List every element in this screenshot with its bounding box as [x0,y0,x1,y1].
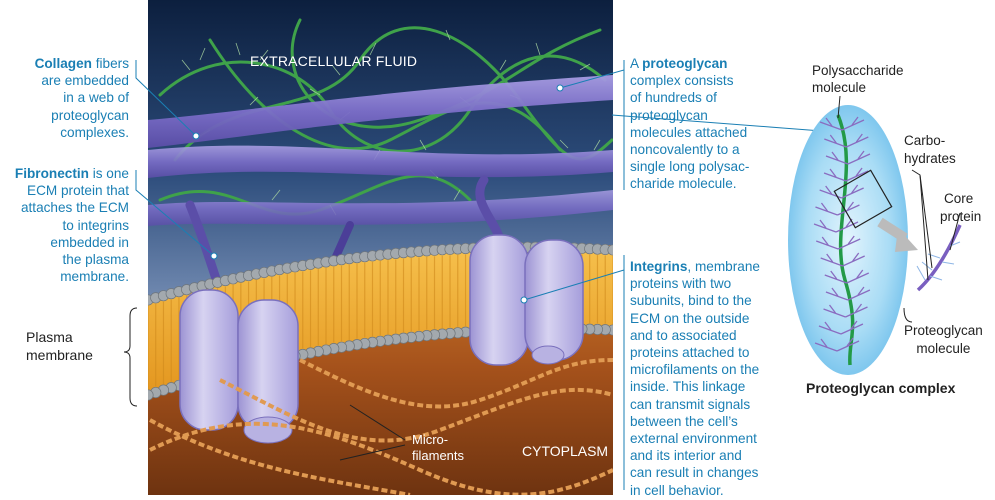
proteoglycan-molecule-label: Proteoglycan molecule [904,323,983,356]
integrins-caption: Integrins, membrane proteins with two su… [630,259,760,498]
proteoglycan-complex-title: Proteoglycan complex [806,380,956,396]
polysaccharide-molecule-label: Polysaccharide molecule [812,63,904,95]
microfilaments [149,358,613,495]
microfilaments-label: Micro- filaments [412,432,465,463]
core-protein-label: Core protein [940,191,982,224]
plasma-membrane-label: Plasma membrane [26,329,93,363]
microfilament-leaders [339,404,406,461]
plasma-membrane-bracket [123,307,138,407]
extracellular-fluid-label: EXTRACELLULAR FLUID [250,53,418,69]
collagen-fiber [148,190,613,226]
proteoglycan-inset [788,95,962,375]
leader-lines [135,60,839,490]
proteoglycan-caption: A proteoglycan complex consists of hundr… [630,56,750,192]
cytoplasm-label: CYTOPLASM [522,443,609,459]
carbohydrates-label: Carbo- hydrates [904,133,956,166]
integrin-right [469,234,584,366]
collagen-fiber [148,145,613,178]
collagen-caption: Collagen fibers are embedded in a web of… [34,56,129,140]
fibronectin-caption: Fibronectin is one ECM protein that atta… [14,166,129,285]
collagen-fiber [148,75,613,148]
